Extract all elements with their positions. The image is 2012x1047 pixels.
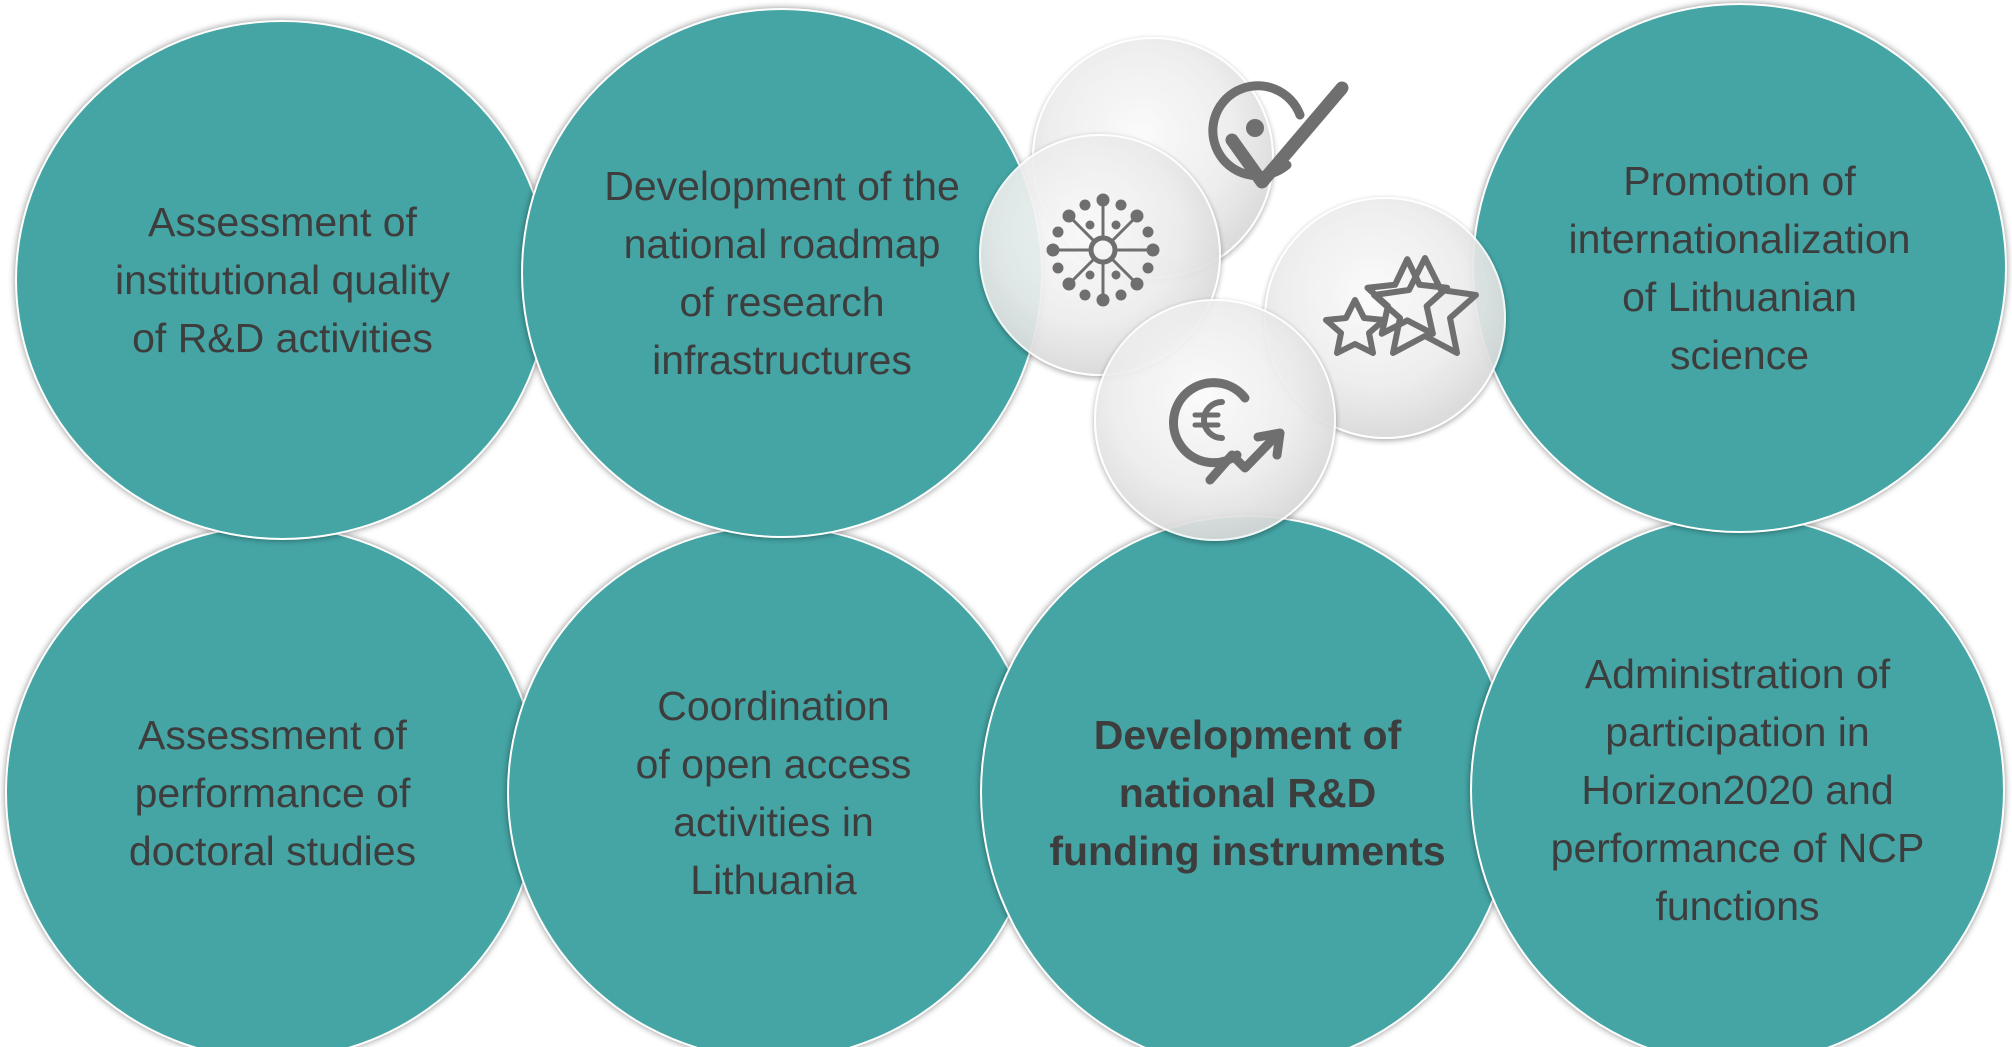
circle-research-infrastructures: Development of the national roadmap of r… (521, 8, 1043, 538)
network-nodes-icon (1046, 193, 1160, 307)
bubble-stars (1264, 197, 1506, 439)
circle-open-access: Coordination of open access activities i… (507, 525, 1040, 1047)
circle-doctoral-studies: Assessment of performance of doctoral st… (5, 525, 540, 1047)
bubble-euro (1094, 299, 1336, 541)
circle-internationalization-label: Promotion of internationalization of Lit… (1568, 158, 1911, 378)
bubble-check (1032, 37, 1274, 279)
circle-horizon2020: Administration of participation in Horiz… (1470, 515, 2005, 1047)
circle-doctoral-studies-label: Assessment of performance of doctoral st… (128, 711, 417, 874)
circle-research-infrastructures-label: Development of the national roadmap of r… (604, 163, 960, 383)
circle-institutional-quality: Assessment of institutional quality of R… (15, 20, 550, 540)
circle-funding-instruments-label: Development of national R&D funding inst… (1049, 711, 1446, 874)
circle-horizon2020-label: Administration of participation in Horiz… (1550, 651, 1925, 929)
checkmark-person-icon (1208, 81, 1349, 189)
euro-growth-icon (1168, 378, 1285, 485)
circle-funding-instruments: Development of national R&D funding inst… (980, 515, 1515, 1047)
circle-internationalization: Promotion of internationalization of Lit… (1472, 3, 2007, 533)
circle-institutional-quality-label: Assessment of institutional quality of R… (114, 199, 451, 361)
circle-open-access-label: Coordination of open access activities i… (635, 682, 912, 903)
stars-icon (1323, 255, 1479, 356)
